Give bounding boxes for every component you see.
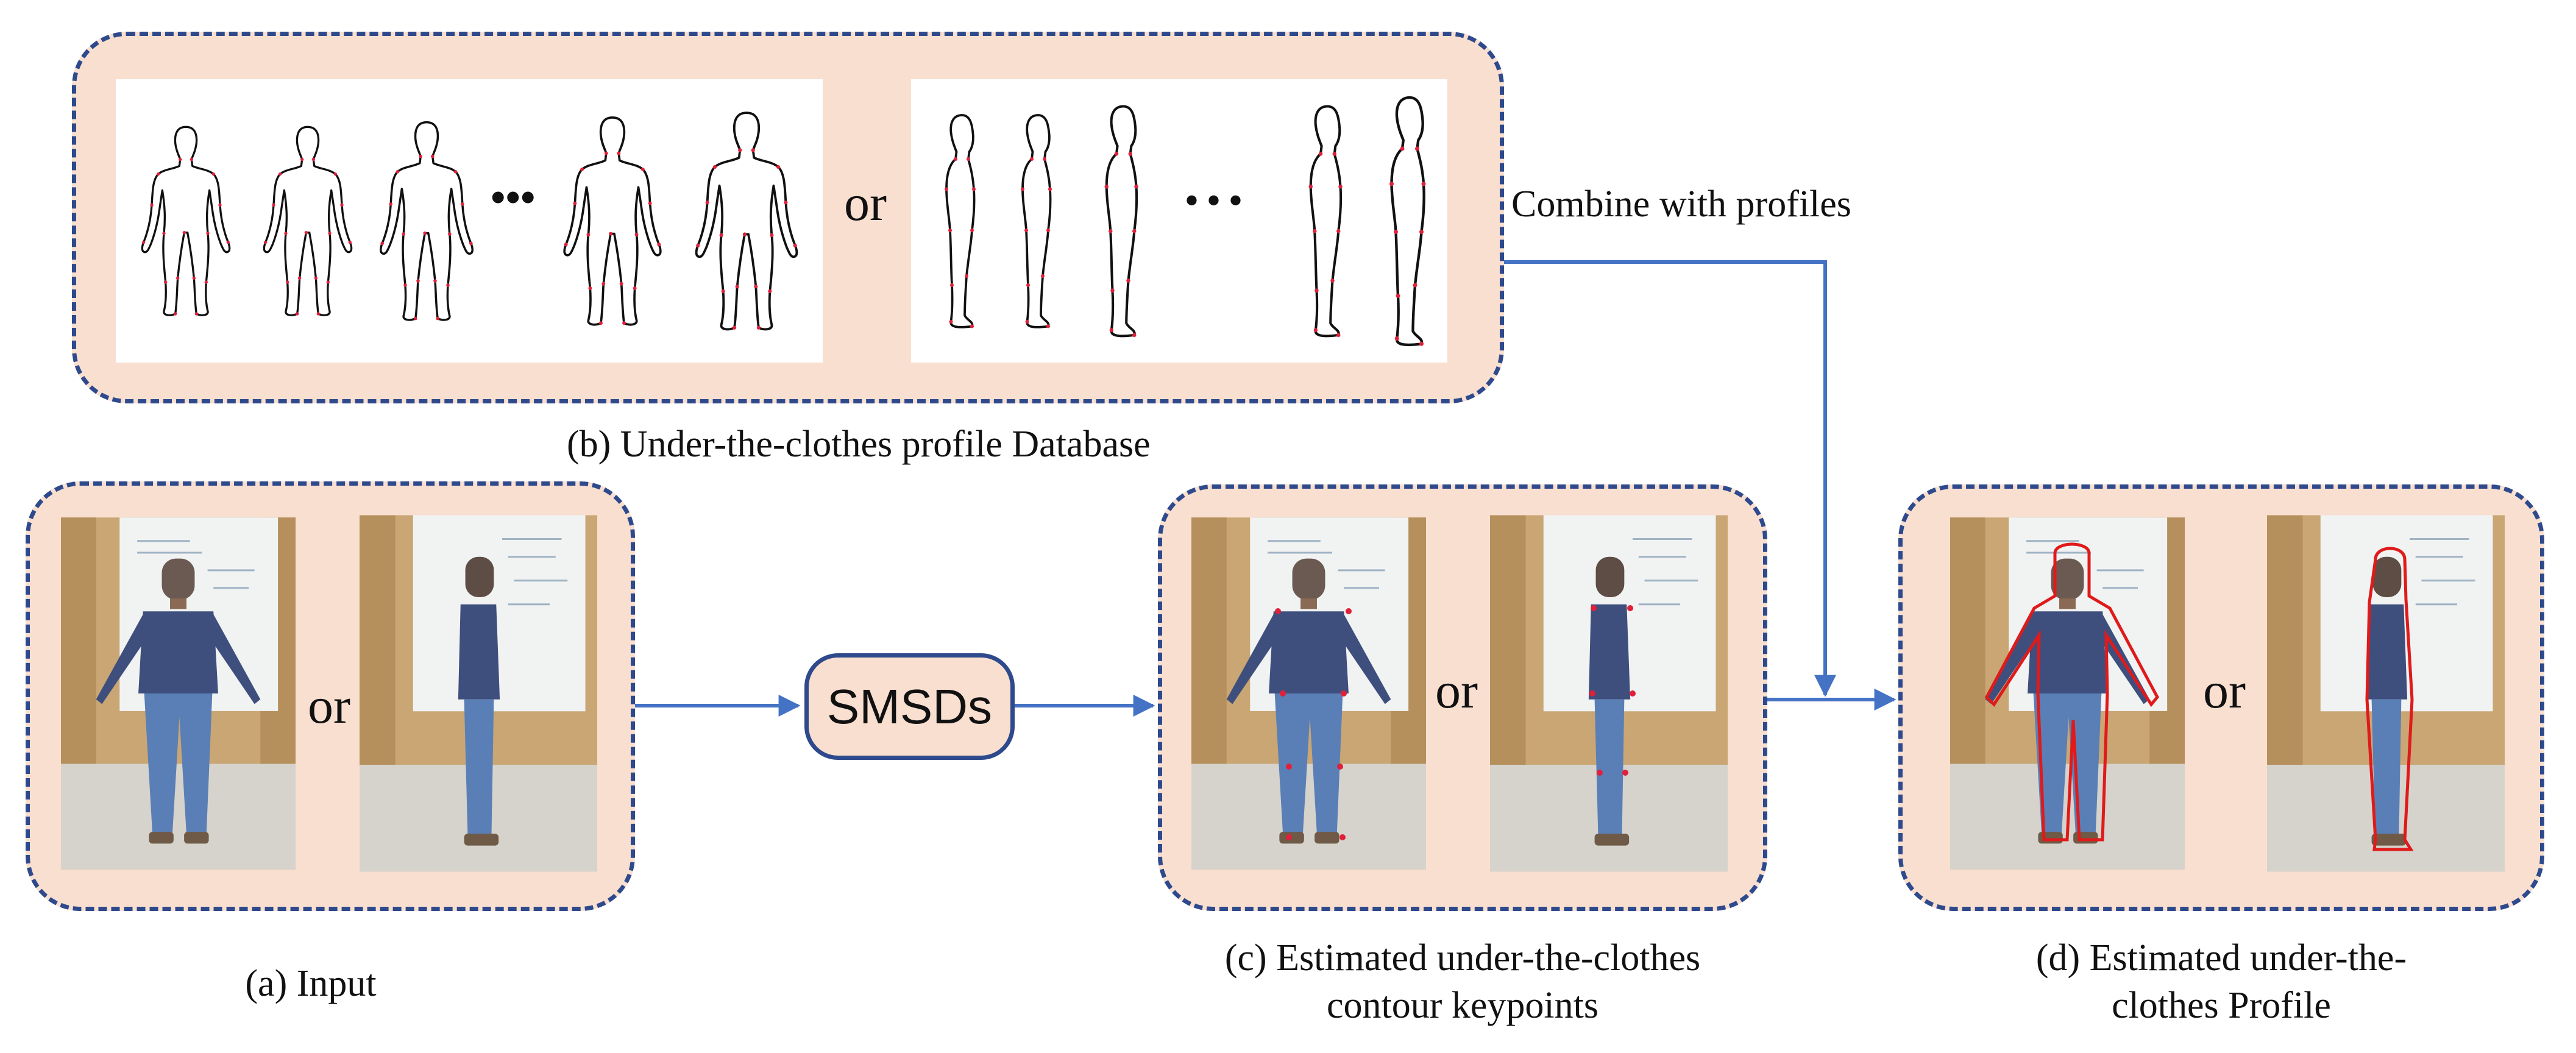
profile-side-photo	[2267, 514, 2505, 873]
keypoints-or-label: or	[1435, 662, 1478, 719]
combine-label: Combine with profiles	[1511, 183, 1851, 225]
keypoints-caption-line1: (c) Estimated under-the-clothes	[1224, 937, 1701, 979]
database-or-label: or	[844, 175, 887, 232]
input-caption: (a) Input	[245, 963, 377, 1004]
database-caption: (b) Under-the-clothes profile Database	[567, 424, 1151, 465]
side-ellipsis: • • •	[1185, 180, 1243, 221]
profile-caption-line1: (d) Estimated under-the-	[2035, 937, 2407, 979]
keypoints-side-photo	[1490, 514, 1728, 873]
front-ellipsis: •••	[491, 174, 536, 221]
profile-caption-line2: clothes Profile	[2112, 985, 2331, 1026]
smsds-process-box: SMSDs	[804, 653, 1015, 760]
side-profiles-box	[911, 79, 1447, 363]
profile-front-photo	[1950, 516, 2185, 871]
profile-or-label: or	[2203, 662, 2246, 719]
profile-contour	[1984, 542, 2159, 842]
input-or-label: or	[308, 678, 350, 734]
arrow-database-to-profile	[1504, 260, 1836, 697]
keypoints-front-photo	[1191, 516, 1426, 871]
profile-contour	[2365, 547, 2414, 851]
keypoints-caption-line2: contour keypoints	[1327, 985, 1598, 1026]
